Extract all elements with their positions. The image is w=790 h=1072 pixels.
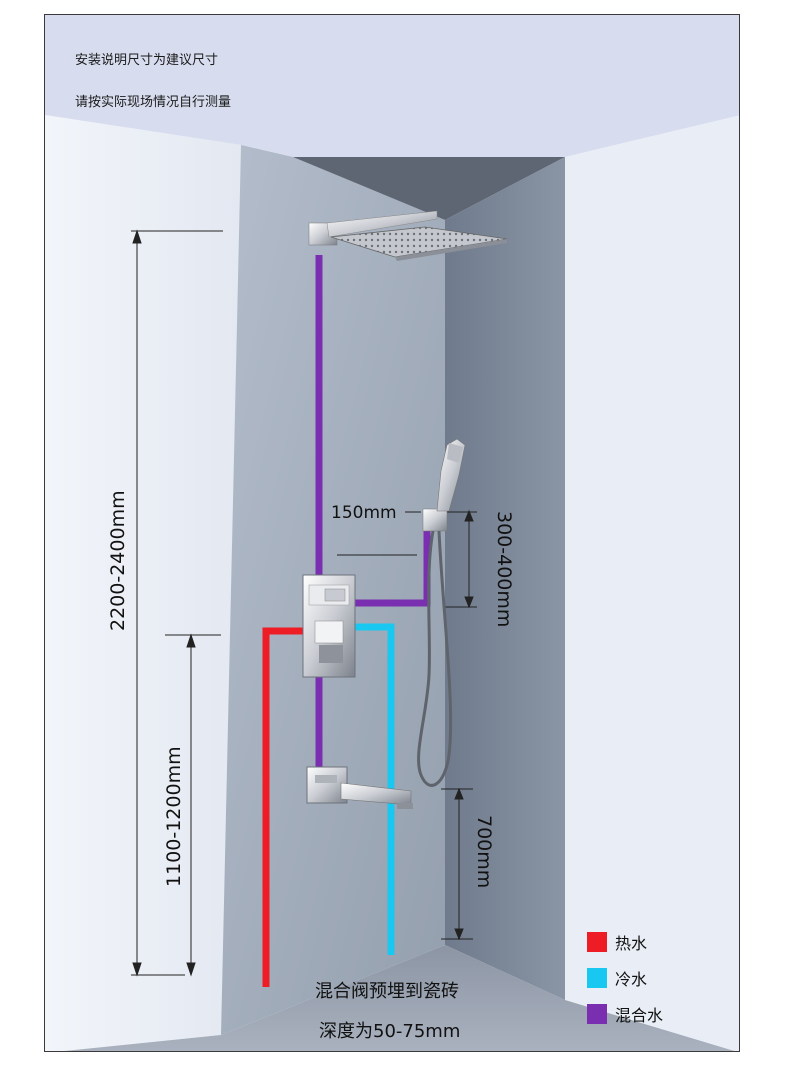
extension-lines (131, 230, 477, 976)
legend-item-hot: 热水 (587, 931, 647, 953)
tub-spout (306, 766, 413, 809)
hot-water-pipe (262, 627, 313, 987)
shower-hose (417, 530, 453, 787)
hand-shower (417, 438, 466, 787)
mixed-water-pipe-handshower (351, 527, 431, 607)
note-measure-on-site: 请按实际现场情况自行测量 (75, 95, 232, 110)
legend-label-cold: 冷水 (615, 970, 648, 989)
note-suggested-dimensions: 安装说明尺寸为建议尺寸 (75, 53, 219, 68)
caption-depth: 深度为50-75mm (319, 1021, 461, 1042)
ceiling (45, 15, 739, 157)
floor (64, 945, 735, 1051)
diagram-frame: 安装说明尺寸为建议尺寸 请按实际现场情况自行测量 2200-2400mm 110… (44, 14, 740, 1052)
legend-label-hot: 热水 (615, 934, 648, 953)
ceiling-recess (293, 157, 565, 220)
legend-label-mixed: 混合水 (615, 1006, 664, 1025)
dimension-valve-height: 1100-1200mm (163, 746, 185, 887)
shower-installation-scene (45, 15, 739, 1051)
dimension-arrows (132, 229, 474, 977)
right-wall (565, 115, 739, 1051)
dimension-total-height: 2200-2400mm (107, 490, 129, 631)
dimension-spout-height: 700mm (473, 815, 495, 889)
mixer-valve (302, 574, 356, 678)
mixed-water-swatch (587, 1004, 607, 1024)
pipes (262, 255, 431, 987)
cold-water-swatch (587, 968, 607, 988)
hot-water-swatch (587, 932, 607, 952)
legend-item-mixed: 混合水 (587, 1003, 663, 1025)
left-wall (45, 115, 241, 1051)
dimension-handshower-bracket: 300-400mm (493, 511, 515, 628)
overhead-shower (308, 210, 508, 261)
side-wall (445, 157, 565, 1000)
dimension-handshower-offset: 150mm (331, 503, 397, 523)
cold-water-pipe (345, 623, 395, 955)
caption-embed-valve: 混合阀预埋到瓷砖 (315, 981, 459, 1002)
legend-item-cold: 冷水 (587, 967, 647, 989)
